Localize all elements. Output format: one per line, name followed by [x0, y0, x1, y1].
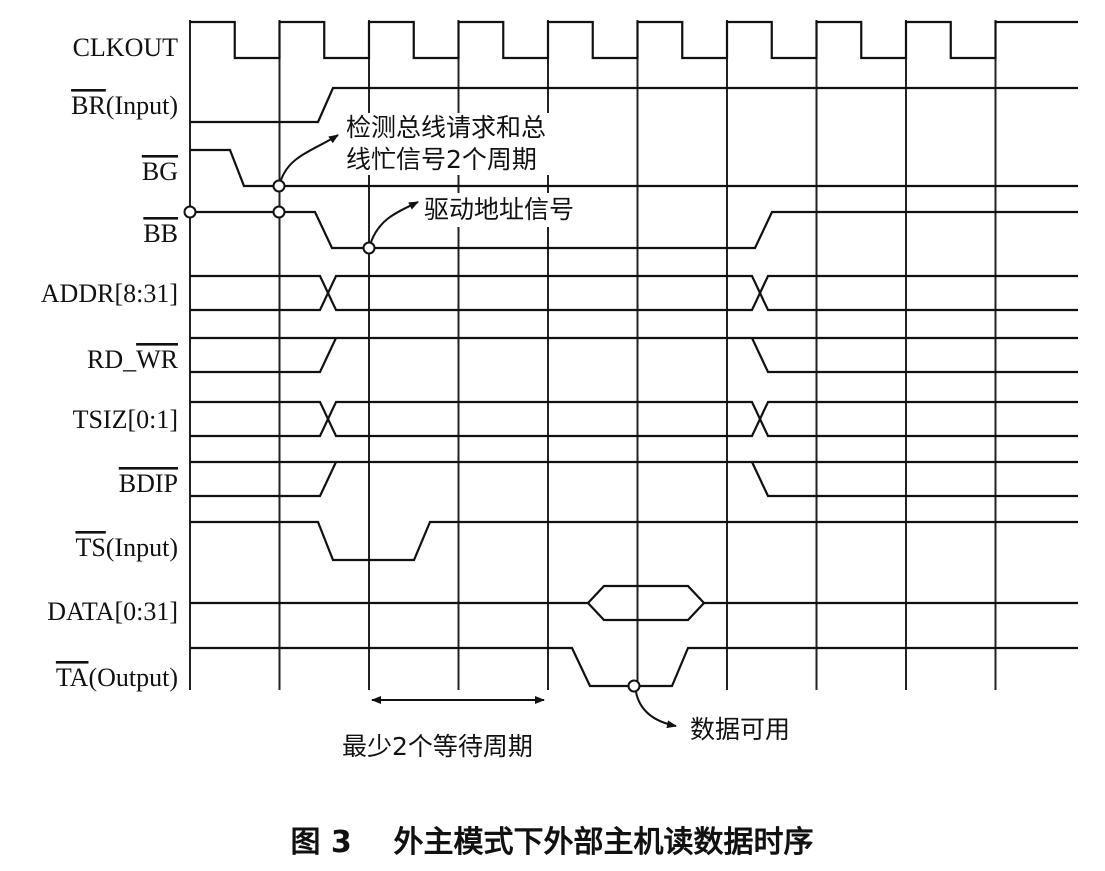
note-data-available: 数据可用	[690, 715, 790, 744]
bdip-waveform	[190, 460, 1078, 498]
label-bdip: BDIP	[119, 469, 178, 498]
note-bus-request-line1: 检测总线请求和总	[346, 113, 546, 142]
bg-sample-point	[272, 179, 286, 193]
label-br: BR(Input)	[71, 91, 178, 120]
bb-waveform	[190, 210, 1078, 250]
figure-caption: 图 3 外主模式下外部主机读数据时序	[290, 825, 813, 860]
label-data: DATA[0:31]	[47, 597, 178, 626]
clock-gridlines	[189, 20, 997, 690]
tsiz-bus-waveform	[190, 400, 1078, 438]
rd-wr-waveform	[190, 336, 1078, 374]
signal-labels: CLKOUT BR(Input) BG BB ADDR[8:31] RD_WR …	[41, 33, 179, 692]
note-bus-request-line2: 线忙信号2个周期	[346, 145, 537, 174]
data-available-arrow	[635, 691, 677, 729]
annotation-arrows	[280, 134, 677, 729]
bg-waveform	[190, 148, 1078, 188]
label-tsiz: TSIZ[0:1]	[73, 405, 178, 434]
bb-drive-point	[362, 241, 376, 255]
data-bus-waveform	[190, 584, 1078, 622]
label-ta: TA(Output)	[56, 663, 178, 692]
label-bg: BG	[142, 157, 178, 186]
annotation-notes: 检测总线请求和总 线忙信号2个周期 驱动地址信号 数据可用 最少2个等待周期	[342, 113, 790, 761]
clkout-waveform	[190, 20, 1078, 60]
br-waveform	[190, 86, 1078, 124]
label-ts: TS(Input)	[75, 533, 178, 562]
label-bb: BB	[143, 219, 178, 248]
drive-address-arrow	[370, 201, 419, 243]
bus-request-arrow	[280, 134, 339, 181]
addr-bus-waveform	[190, 274, 1078, 312]
bb-sample-point-2	[272, 205, 286, 219]
note-min-wait: 最少2个等待周期	[342, 732, 533, 761]
note-drive-address: 驱动地址信号	[424, 195, 574, 224]
ta-sample-point	[627, 679, 641, 693]
sample-points	[183, 179, 641, 693]
label-clkout: CLKOUT	[73, 33, 179, 62]
label-addr: ADDR[8:31]	[41, 279, 178, 308]
label-rd-wr: RD_WR	[87, 345, 179, 374]
ts-waveform	[190, 520, 1078, 562]
bb-sample-point-1	[183, 205, 197, 219]
